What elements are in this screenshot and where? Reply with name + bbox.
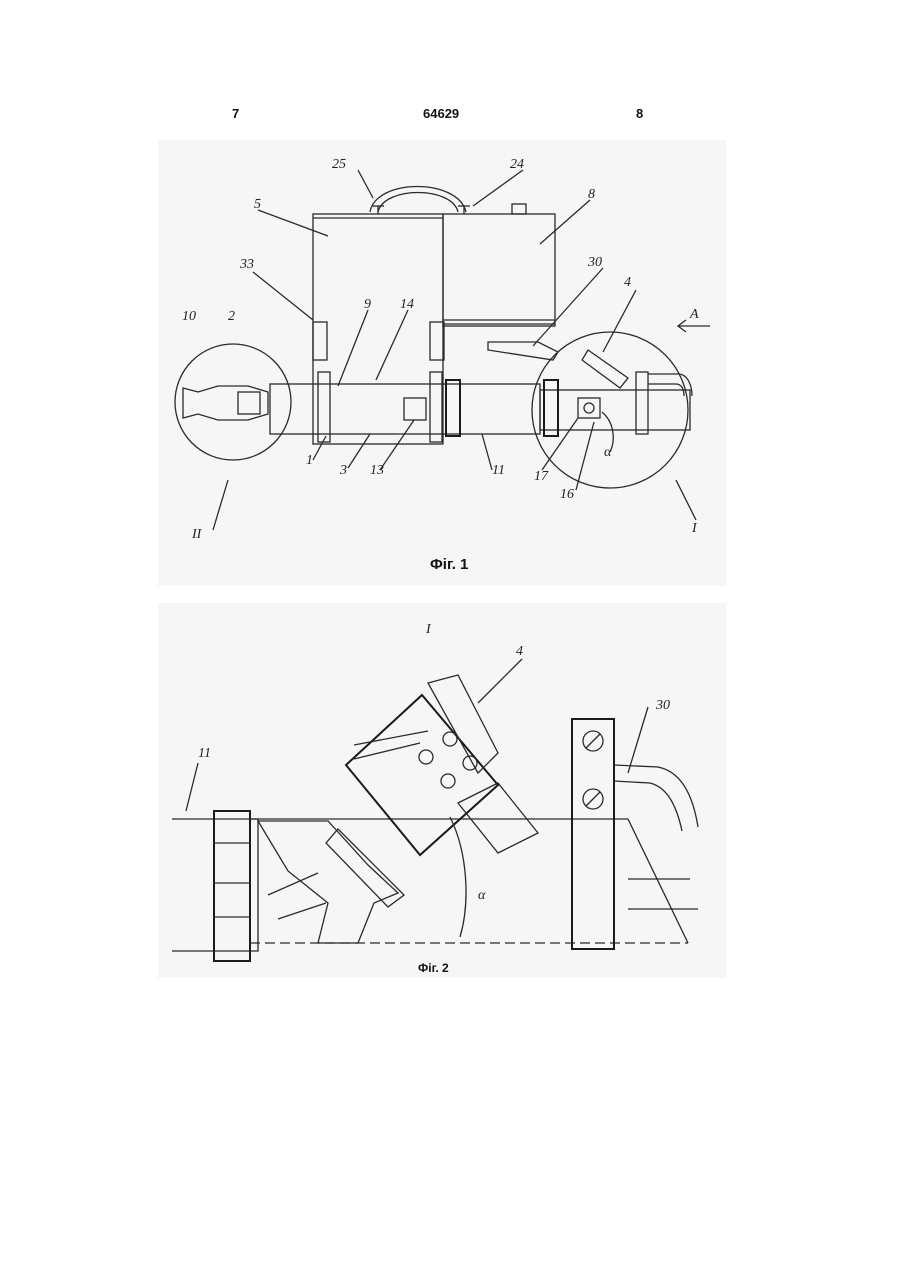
label-A: A — [689, 307, 699, 322]
figure-2-caption: Фіг. 2 — [418, 961, 449, 975]
label-25: 25 — [332, 157, 346, 172]
label-13: 13 — [370, 463, 384, 478]
patent-number: 64629 — [423, 106, 459, 121]
fig2-label-I: I — [425, 622, 432, 637]
handle-25 — [370, 187, 466, 213]
page-number-left: 7 — [232, 106, 239, 121]
figure-2-svg: I 4 30 11 α — [158, 603, 726, 978]
label-30: 30 — [587, 255, 602, 270]
label-8: 8 — [588, 187, 595, 202]
label-I: I — [691, 521, 698, 536]
filter-4-body — [346, 695, 498, 855]
page-number-right: 8 — [636, 106, 643, 121]
label-17: 17 — [534, 469, 549, 484]
label-5: 5 — [254, 197, 261, 212]
label-II: II — [191, 527, 203, 542]
label-2: 2 — [228, 309, 235, 324]
fig2-label-4: 4 — [516, 644, 523, 659]
label-9: 9 — [364, 297, 371, 312]
pipe-3 — [270, 384, 540, 434]
label-1: 1 — [306, 453, 313, 468]
label-33: 33 — [239, 257, 254, 272]
clamp-bar — [572, 719, 614, 949]
label-4: 4 — [624, 275, 631, 290]
label-alpha: α — [604, 445, 612, 460]
figure-1-drawing: 25 24 5 8 33 30 4 A 10 2 9 14 1 3 13 11 … — [158, 140, 726, 586]
figure-1-caption: Фіг. 1 — [430, 556, 468, 573]
figure-1-svg: 25 24 5 8 33 30 4 A 10 2 9 14 1 3 13 11 … — [158, 140, 726, 586]
label-14: 14 — [400, 297, 414, 312]
fig2-label-alpha: α — [478, 888, 486, 903]
hopper-8 — [443, 214, 555, 326]
fig2-label-11: 11 — [198, 746, 211, 761]
label-24: 24 — [510, 157, 524, 172]
figure-2-drawing: I 4 30 11 α — [158, 603, 726, 978]
label-11: 11 — [492, 463, 505, 478]
hopper-5 — [313, 214, 443, 444]
detail-circle-II — [175, 344, 291, 460]
label-10: 10 — [182, 309, 196, 324]
pipe-11 — [540, 390, 690, 430]
label-3: 3 — [339, 463, 347, 478]
label-16: 16 — [560, 487, 574, 502]
fig2-label-30: 30 — [655, 698, 670, 713]
